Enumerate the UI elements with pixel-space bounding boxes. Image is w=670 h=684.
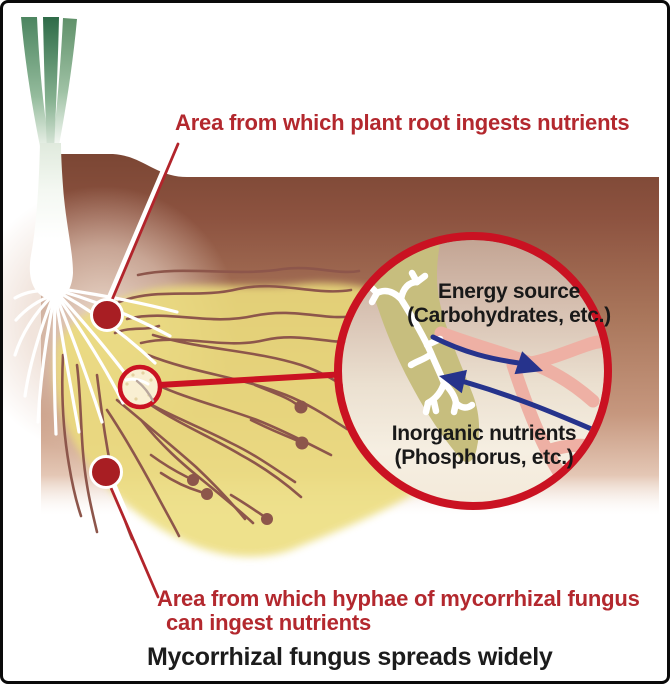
label-hyphae-area: Area from which hyphae of mycorrhizal fu… xyxy=(157,587,640,635)
label-inorganic-line2: (Phosphorus, etc.) xyxy=(394,446,574,469)
plant-bulb xyxy=(29,143,73,300)
leader-line-hyphae-label xyxy=(106,476,165,600)
label-hyphae-area-line1: Area from which hyphae of mycorrhizal fu… xyxy=(157,586,640,611)
plant-leaf-middle xyxy=(43,17,59,151)
label-hyphae-area-line2: can ingest nutrients xyxy=(166,610,372,635)
label-energy-line1: Energy source xyxy=(438,280,580,303)
magnified-view xyxy=(334,232,612,510)
plant-leaf-left xyxy=(21,17,50,156)
label-inorganic-line1: Inorganic nutrients xyxy=(391,422,577,445)
arrow-energy xyxy=(430,334,543,375)
marker-dot-root xyxy=(90,298,124,332)
marker-dot-hyphae xyxy=(89,455,123,489)
figure-caption: Mycorrhizal fungus spreads widely xyxy=(147,643,553,671)
label-inorganic-nutrients: Inorganic nutrients (Phosphorus, etc.) xyxy=(351,422,617,470)
label-plant-root-area: Area from which plant root ingests nutri… xyxy=(175,110,630,135)
leader-line-root-label xyxy=(102,141,180,311)
plant xyxy=(21,17,77,300)
magnifier-source-circle xyxy=(117,364,163,410)
magnifier-connector xyxy=(156,371,350,388)
magnified-circle-ring xyxy=(334,232,612,510)
plant-leaf-right xyxy=(53,18,77,147)
hyphae-spores xyxy=(187,400,309,525)
label-energy-source: Energy source (Carbohydrates, etc.) xyxy=(375,280,643,328)
diagram-illustration xyxy=(3,17,659,600)
arrow-nutrients xyxy=(439,369,604,436)
label-energy-line2: (Carbohydrates, etc.) xyxy=(407,304,611,327)
